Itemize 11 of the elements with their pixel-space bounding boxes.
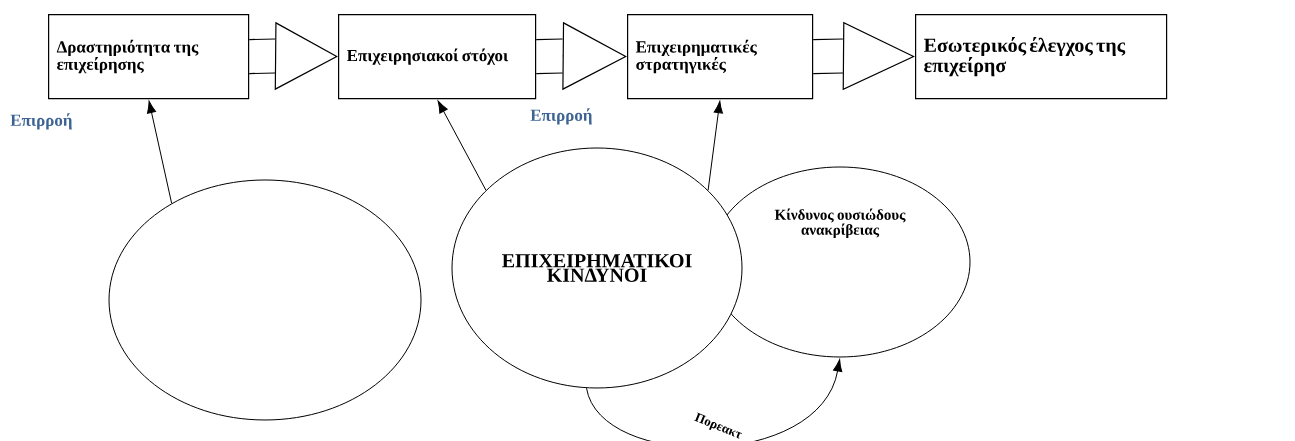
- process-box: Επιχειρηματικές στρατηγικές: [627, 14, 814, 100]
- arrow: [437, 100, 487, 191]
- ellipse: [108, 179, 422, 421]
- arrow: [707, 100, 723, 191]
- process-box: Δραστηριότητα της επιχείρησης: [48, 14, 250, 100]
- process-box: Εσωτερικός έλεγχος της επιχείρησ: [915, 14, 1168, 100]
- arrow: [147, 100, 173, 204]
- curved-arrow: [586, 359, 843, 441]
- influence-label: Επιρροή: [10, 113, 72, 130]
- process-box: Επιχειρησιακοί στόχοι: [338, 14, 537, 100]
- influence-label: Επιρροή: [530, 108, 592, 125]
